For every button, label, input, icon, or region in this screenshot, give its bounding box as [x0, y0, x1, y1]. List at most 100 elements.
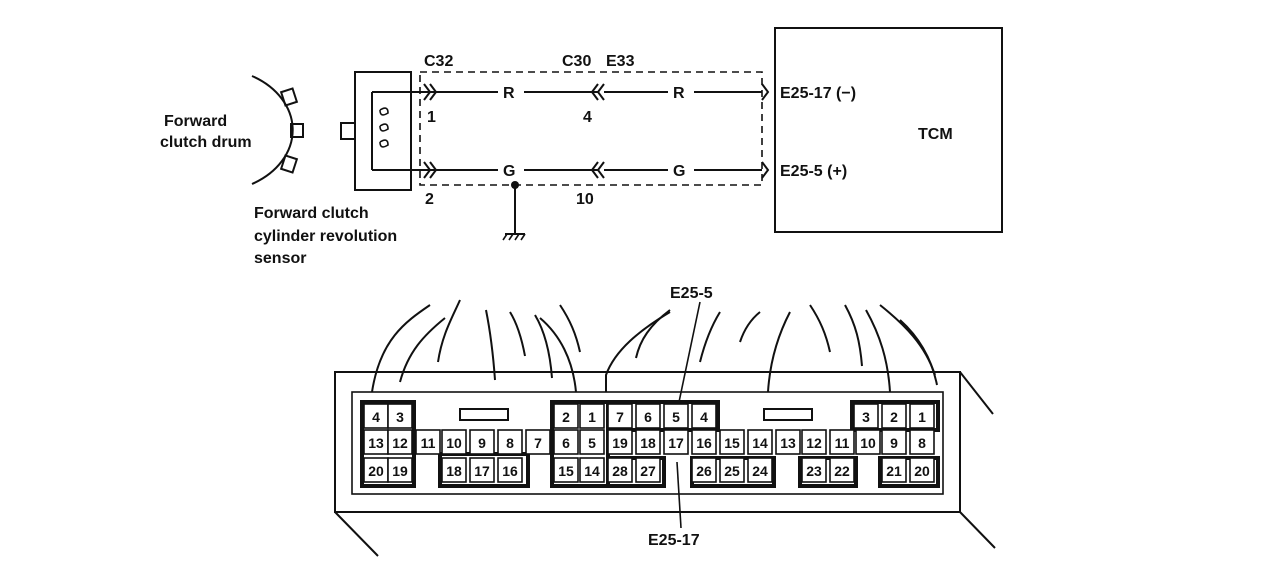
- pin-number: 18: [640, 435, 656, 451]
- pin-cell: [719, 429, 745, 455]
- pin-cell: [387, 457, 413, 483]
- sensor-label-line2: cylinder revolution: [254, 228, 397, 245]
- forward-clutch-drum: [251, 75, 304, 185]
- pin-cell: [441, 457, 467, 483]
- pin-cell: [441, 429, 467, 455]
- pin-cell: [469, 457, 495, 483]
- pin-10-label: 10: [576, 191, 594, 208]
- pin-number: 24: [752, 463, 768, 479]
- pin-number: 7: [616, 409, 624, 425]
- pin-cell: [881, 403, 907, 429]
- pin-cell: [525, 429, 551, 455]
- drum-label-line1: Forward: [164, 113, 227, 130]
- pin-number: 16: [696, 435, 712, 451]
- harness-wires: [371, 299, 938, 393]
- pin-number: 25: [724, 463, 740, 479]
- pin-cell: [853, 403, 879, 429]
- pin-number: 23: [806, 463, 822, 479]
- pin-cell: [801, 457, 827, 483]
- pin-number: 17: [474, 463, 490, 479]
- pin-1-label: 1: [427, 109, 436, 126]
- pin-cell: [553, 403, 579, 429]
- pin-cell: [881, 457, 907, 483]
- pin-number: 14: [752, 435, 768, 451]
- pin-number: 21: [886, 463, 902, 479]
- pin-cell: [663, 403, 689, 429]
- pin-cell: [691, 457, 717, 483]
- pin-number: 5: [588, 435, 596, 451]
- pin-cell: [415, 429, 441, 455]
- pin-cell: [855, 429, 881, 455]
- pin-number: 16: [502, 463, 518, 479]
- shield-line: [419, 71, 763, 186]
- pin-cell: [829, 457, 855, 483]
- pin-cell: [719, 457, 745, 483]
- tcm-box: [774, 27, 1003, 233]
- pin-number: 2: [890, 409, 898, 425]
- callout-e25-5-leader: [678, 301, 701, 403]
- terminal-e25-5-label: E25-5 (+): [780, 163, 847, 180]
- pin-number: 22: [834, 463, 850, 479]
- tcm-label: TCM: [918, 126, 953, 143]
- pin-cell: [635, 429, 661, 455]
- pin-number: 20: [914, 463, 930, 479]
- connector-c32-label: C32: [424, 53, 453, 70]
- pin-number: 4: [372, 409, 380, 425]
- pin-number: 9: [478, 435, 486, 451]
- drum-label-line2: clutch drum: [160, 134, 252, 151]
- pin-cell: [663, 429, 689, 455]
- callout-e25-17-leader: [676, 461, 682, 529]
- wire-r: [423, 83, 770, 101]
- pin-number: 4: [700, 409, 708, 425]
- pin-number: 28: [612, 463, 628, 479]
- pin-cell: [775, 429, 801, 455]
- wire-color-g-right: G: [673, 163, 685, 180]
- terminal-e25-17-label: E25-17 (−): [780, 85, 856, 102]
- pin-cell: [553, 457, 579, 483]
- pin-number: 8: [918, 435, 926, 451]
- pin-number: 1: [588, 409, 596, 425]
- pin-number: 19: [392, 463, 408, 479]
- pin-cell: [909, 429, 935, 455]
- pin-number: 3: [396, 409, 404, 425]
- pin-number: 15: [724, 435, 740, 451]
- pin-cell: [497, 457, 523, 483]
- callout-e25-5: E25-5: [670, 285, 713, 302]
- pin-cell: [881, 429, 907, 455]
- ground-symbol: [502, 181, 526, 241]
- wire-g: [423, 161, 770, 179]
- connector-e33-label: E33: [606, 53, 635, 70]
- pin-number: 7: [534, 435, 542, 451]
- pin-number: 2: [562, 409, 570, 425]
- pin-number: 11: [421, 435, 436, 451]
- callout-e25-17: E25-17: [648, 532, 700, 549]
- pin-cell: [387, 403, 413, 429]
- pin-number: 14: [584, 463, 600, 479]
- pin-cell: [607, 429, 633, 455]
- pin-number: 6: [562, 435, 570, 451]
- wire-color-r-left: R: [503, 85, 515, 102]
- pin-number: 13: [368, 435, 384, 451]
- pin-cell: [747, 429, 773, 455]
- pin-number: 19: [612, 435, 628, 451]
- wire-color-r-right: R: [673, 85, 685, 102]
- pin-number: 11: [835, 435, 850, 451]
- pin-number: 13: [780, 435, 796, 451]
- pin-cell: [747, 457, 773, 483]
- pin-number: 12: [392, 435, 408, 451]
- pin-4-label: 4: [583, 109, 592, 126]
- pin-cell: [909, 457, 935, 483]
- pin-number: 15: [558, 463, 574, 479]
- pin-cell: [691, 403, 717, 429]
- connector-housing: [334, 371, 996, 557]
- pin-cell: [553, 429, 579, 455]
- pin-cell: [497, 429, 523, 455]
- pin-number: 18: [446, 463, 462, 479]
- pin-number: 1: [918, 409, 926, 425]
- pin-cell: [691, 429, 717, 455]
- pin-number: 5: [672, 409, 680, 425]
- pin-number: 10: [446, 435, 462, 451]
- sensor-body: [340, 71, 424, 191]
